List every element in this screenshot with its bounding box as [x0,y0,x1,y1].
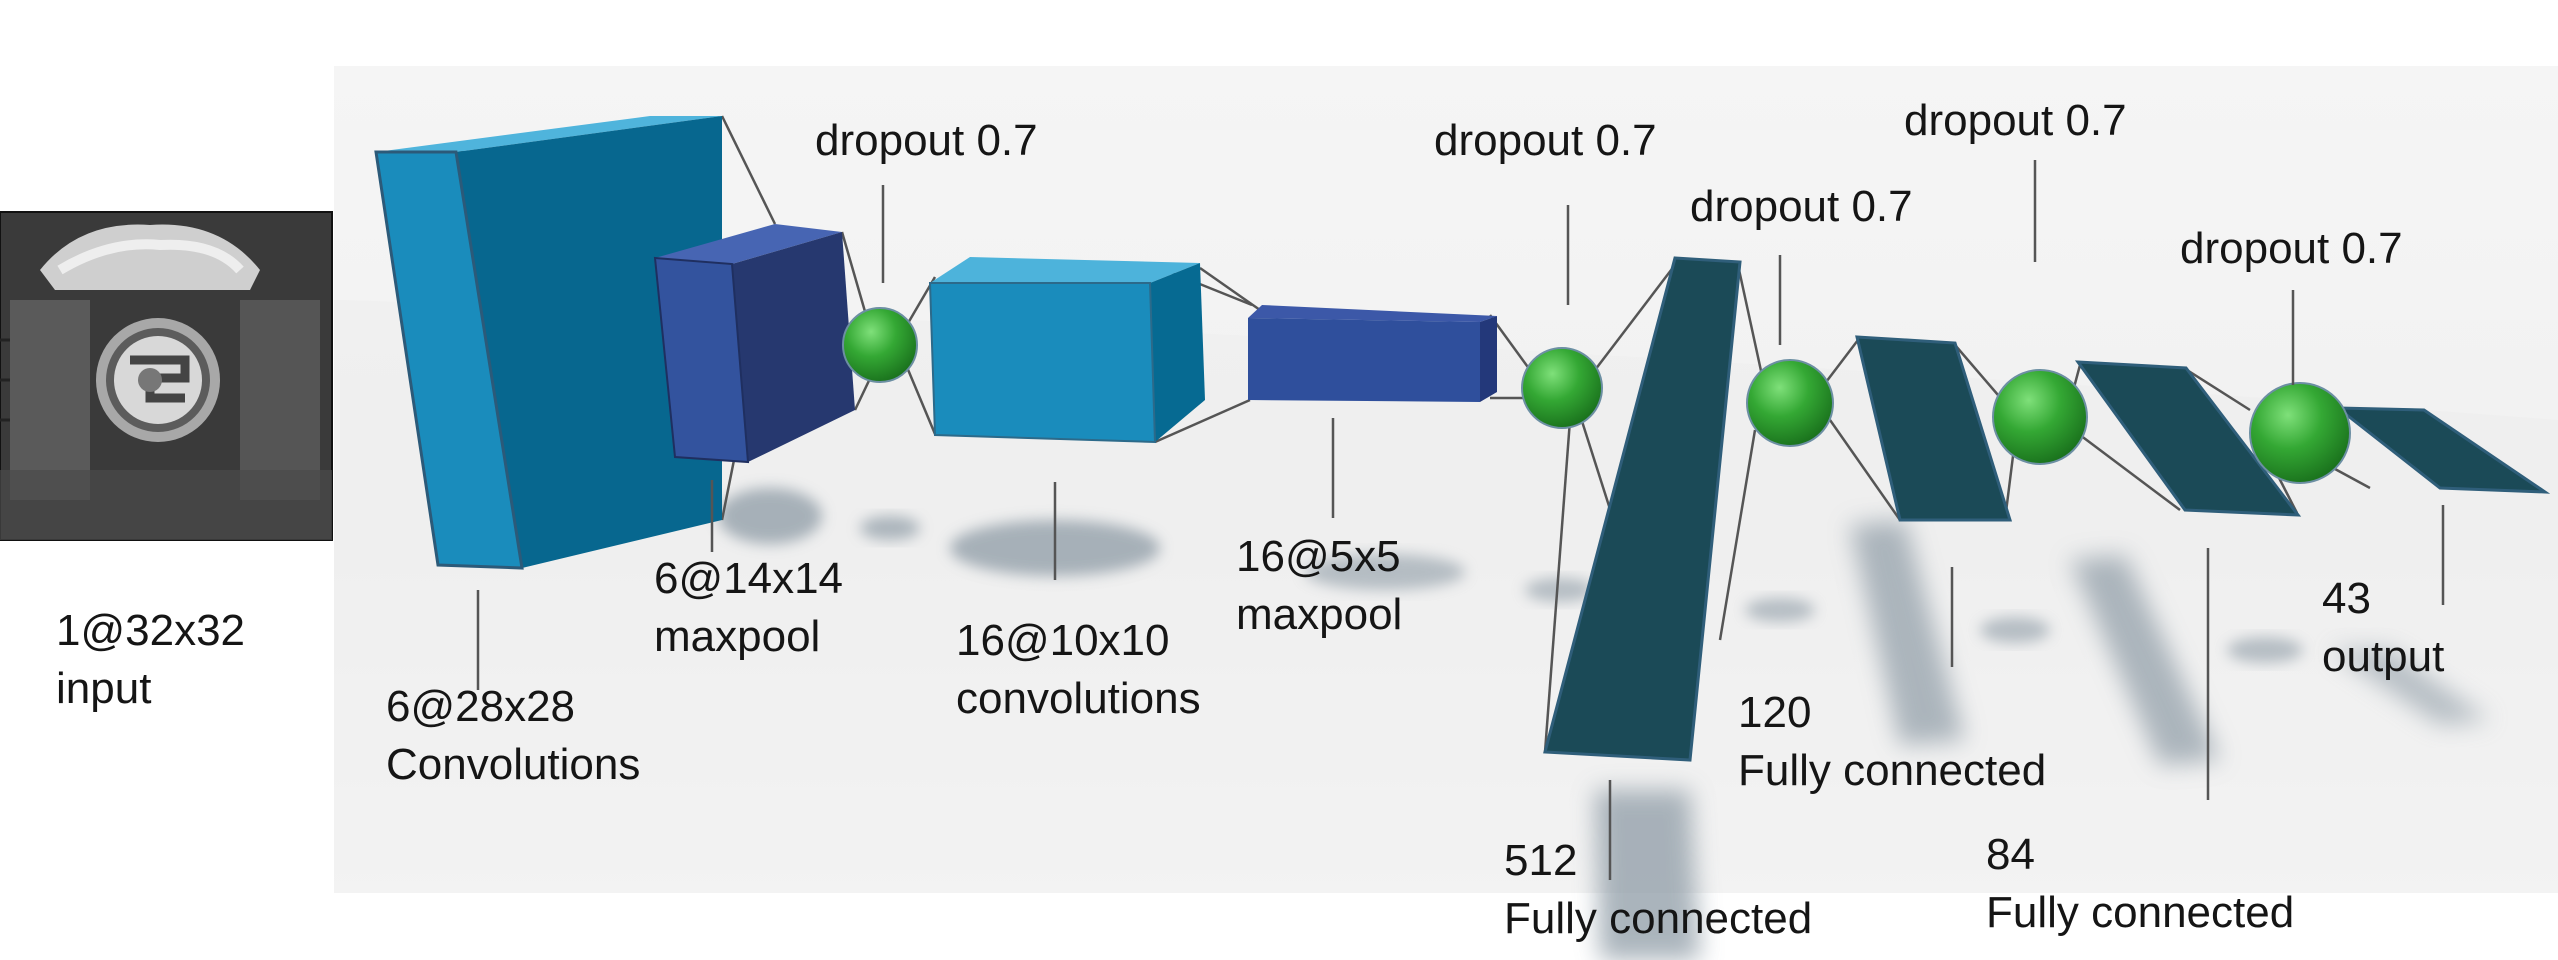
dropout-label-5-text: dropout 0.7 [2180,224,2403,273]
shadow-fc2 [1850,520,1965,745]
dropout-sphere-1 [842,307,918,383]
output-type: output [2322,632,2445,681]
fc1-label: 512 Fully connected [1504,832,1812,948]
conv1-type: Convolutions [386,740,641,789]
conv1-size: 6@28x28 [386,682,576,731]
shadow-pool2 [1305,554,1465,590]
dropout-sphere-4 [1992,369,2088,465]
output-size: 43 [2322,574,2371,623]
fc2-label: 120 Fully connected [1738,684,2046,800]
dropout-label-1: dropout 0.7 [815,112,1038,170]
pool1-type: maxpool [654,612,821,661]
input-label: 1@32x32 input [56,602,245,718]
output-block [2333,406,2551,494]
input-image [0,211,333,541]
shadow-fc3 [2070,555,2220,765]
fc2-size: 120 [1738,688,1812,737]
pool1-block [653,224,855,464]
pool1-label: 6@14x14 maxpool [654,550,843,666]
label-leaders [476,160,2445,880]
scene-horizon [334,300,2558,893]
pool2-size: 16@5x5 [1236,532,1401,581]
dropout-label-3-text: dropout 0.7 [1690,182,1913,231]
conv2-type: convolutions [956,674,1201,723]
pool2-label: 16@5x5 maxpool [1236,528,1402,644]
fc3-size: 84 [1986,830,2035,879]
fc1-size: 512 [1504,836,1578,885]
conv2-block [928,257,1205,444]
fc1-type: Fully connected [1504,894,1813,943]
dropout-sphere-5 [2249,382,2351,484]
shadow-drop1 [860,516,920,540]
fc3-label: 84 Fully connected [1986,826,2294,942]
dropout-label-5: dropout 0.7 [2180,220,2403,278]
dropout-label-4: dropout 0.7 [1904,92,2127,150]
shadow-fc1 [1595,790,1700,960]
conv2-label: 16@10x10 convolutions [956,612,1201,728]
fc3-block [2074,360,2302,517]
conv1-label: 6@28x28 Convolutions [386,678,640,794]
dropout-label-1-text: dropout 0.7 [815,116,1038,165]
conv2-size: 16@10x10 [956,616,1170,665]
fc1-block [1543,256,1742,762]
conv1-block [374,116,722,570]
dropout-label-2: dropout 0.7 [1434,112,1657,170]
floor-shadows [718,488,2490,960]
dropout-sphere-3 [1746,359,1834,447]
pool2-type: maxpool [1236,590,1403,639]
input-size: 1@32x32 [56,606,246,655]
input-type: input [56,664,152,713]
dropout-spheres [842,307,2351,484]
shadow-drop3 [1745,598,1815,622]
dropout-label-3: dropout 0.7 [1690,178,1913,236]
pool2-block [1248,305,1497,402]
fc3-type: Fully connected [1986,888,2295,937]
shadow-pool1 [718,488,822,544]
shadow-drop2 [1525,578,1595,602]
shadow-out [2330,650,2490,725]
fc2-type: Fully connected [1738,746,2047,795]
dropout-label-4-text: dropout 0.7 [1904,96,2127,145]
fc2-block [1855,335,2013,522]
shadow-drop5 [2227,637,2303,663]
shadow-drop4 [1980,617,2050,643]
dropout-label-2-text: dropout 0.7 [1434,116,1657,165]
dropout-sphere-2 [1521,347,1603,429]
pool1-size: 6@14x14 [654,554,844,603]
output-label: 43 output [2322,570,2444,686]
